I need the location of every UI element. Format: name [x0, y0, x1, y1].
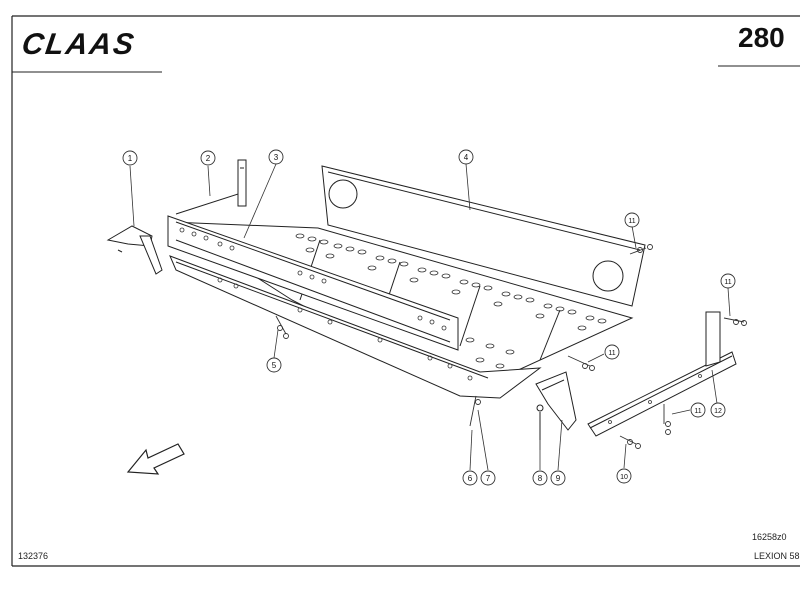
svg-text:9: 9 — [556, 474, 561, 483]
drawing-number: 16258z0 — [752, 532, 787, 542]
svg-text:10: 10 — [620, 474, 628, 481]
angle-bar — [587, 311, 737, 437]
support-bracket — [175, 159, 247, 215]
callout-4: 4 — [458, 149, 474, 165]
svg-text:12: 12 — [714, 408, 722, 415]
callout-1: 1 — [122, 150, 138, 166]
callout-10: 10 — [616, 468, 632, 484]
svg-text:11: 11 — [628, 218, 635, 225]
callout-11-upright: 11 — [720, 273, 736, 289]
model-name: LEXION 58 — [754, 551, 800, 561]
svg-text:3: 3 — [274, 153, 279, 162]
svg-text:11: 11 — [724, 279, 731, 286]
svg-text:1: 1 — [128, 154, 133, 163]
callout-11-bar: 11 — [690, 402, 706, 418]
side-rail — [167, 215, 459, 351]
svg-text:2: 2 — [206, 154, 211, 163]
svg-text:6: 6 — [468, 474, 473, 483]
callout-7: 7 — [480, 470, 496, 486]
svg-text:4: 4 — [464, 153, 469, 162]
callout-12: 12 — [710, 402, 726, 418]
svg-text:8: 8 — [538, 474, 543, 483]
page-number: 280 — [738, 22, 785, 53]
callout-9: 9 — [550, 470, 566, 486]
right-bracket — [535, 371, 577, 440]
callout-3: 3 — [268, 149, 284, 165]
callout-11-panel: 11 — [624, 212, 640, 228]
svg-text:5: 5 — [272, 361, 277, 370]
callout-5: 5 — [266, 357, 282, 373]
svg-text:11: 11 — [694, 408, 701, 415]
document-number: 132376 — [18, 551, 49, 561]
callout-11-floor: 11 — [604, 344, 620, 360]
fasteners — [275, 244, 747, 450]
callout-8: 8 — [532, 470, 548, 486]
svg-text:11: 11 — [608, 350, 615, 357]
lower-angle-plate — [169, 255, 542, 399]
callout-6: 6 — [462, 470, 478, 486]
callout-2: 2 — [200, 150, 216, 166]
mounting-bracket — [106, 225, 163, 275]
callouts: 1 2 3 4 5 6 7 8 — [122, 149, 736, 486]
arrow-icon — [126, 443, 185, 475]
rear-wall-panel — [321, 165, 646, 307]
svg-text:7: 7 — [486, 474, 491, 483]
